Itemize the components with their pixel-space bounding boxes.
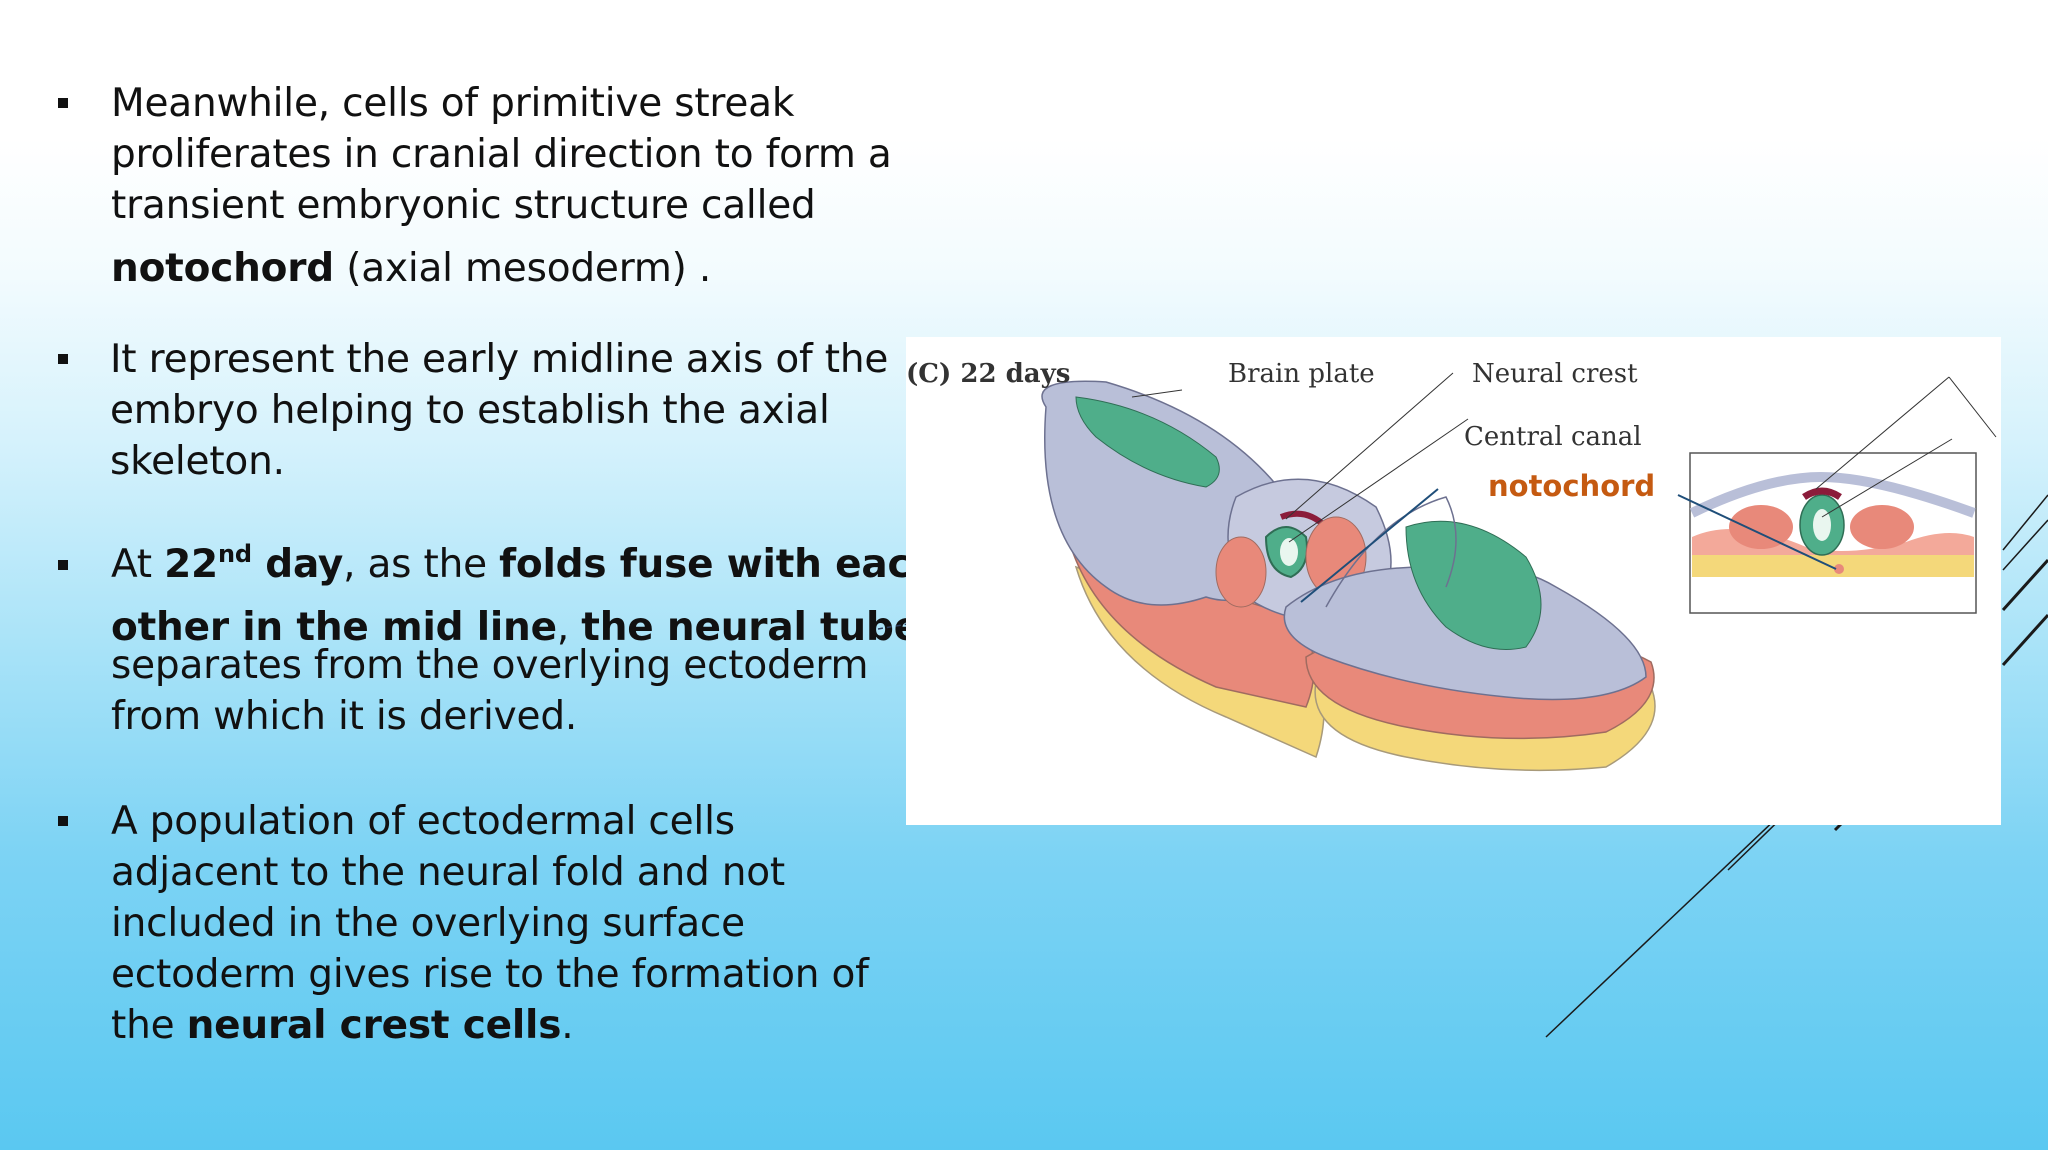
leader-line xyxy=(1288,418,1469,543)
leader-line xyxy=(1821,438,1953,518)
ectoderm-edge xyxy=(1325,496,1457,608)
bold-term: notochord xyxy=(111,246,335,291)
central-canal-label: Central canal xyxy=(1464,422,1642,452)
inset-somite xyxy=(1850,505,1914,549)
bold-day: 22 xyxy=(164,542,218,587)
bold-neural-crest: neural crest cells xyxy=(186,1003,562,1048)
leader-line xyxy=(1948,376,1997,438)
somite xyxy=(1215,536,1267,608)
bullet-line: A population of ectodermal cells xyxy=(111,799,735,844)
bullet-line: other in the mid line, the neural tube xyxy=(111,602,951,650)
bullet-line: from which it is derived. xyxy=(111,694,578,739)
deco-line xyxy=(2001,613,2048,667)
neural-crest-label: Neural crest xyxy=(1472,359,1638,389)
notochord-label: notochord xyxy=(1488,469,1656,503)
bullet-marker xyxy=(58,816,68,826)
bullet-text-fragment: At xyxy=(111,542,165,587)
inset-endoderm xyxy=(1692,555,1974,577)
bullet-text-fragment: , as the xyxy=(343,542,500,587)
bullet-neural-crest: A population of ectodermal cells adjacen… xyxy=(111,796,951,1051)
bold-day-suffix: day xyxy=(251,542,344,587)
panel-label: (C) 22 days xyxy=(906,359,1071,389)
bullet-marker xyxy=(58,560,68,570)
bullet-text-fragment: (axial mesoderm) . xyxy=(334,246,712,291)
deco-line xyxy=(2002,519,2048,571)
notochord-pointer xyxy=(1677,494,1837,570)
bullet-text-fragment: the xyxy=(111,1003,187,1048)
leader-line xyxy=(1285,372,1454,520)
bullet-line: the neural crest cells. xyxy=(111,1000,951,1051)
inset-notochord xyxy=(1834,564,1844,574)
central-canal xyxy=(1280,538,1298,566)
deco-line xyxy=(2002,494,2048,551)
bullet-line: transient embryonic structure called xyxy=(111,183,816,228)
bullet-line: Meanwhile, cells of primitive streak xyxy=(111,81,795,126)
bullet-notochord: Meanwhile, cells of primitive streak pro… xyxy=(111,78,951,306)
neural-plate xyxy=(1075,396,1220,488)
embryo-figure: (C) 22 days Brain plate Neural crest Cen… xyxy=(906,337,2001,825)
bullet-line: ectoderm gives rise to the formation of xyxy=(111,952,869,997)
leader-line xyxy=(1131,389,1183,398)
bullet-marker xyxy=(58,354,68,364)
bullet-marker xyxy=(58,98,68,108)
bold-midline: other in the mid line xyxy=(111,605,557,650)
inset-neural-crest xyxy=(1802,487,1842,501)
bullet-text-fragment: , xyxy=(556,605,582,650)
inset-central-canal xyxy=(1813,509,1831,541)
bullet-line: proliferates in cranial direction to for… xyxy=(111,132,892,177)
neural-plate xyxy=(1405,520,1542,650)
bullet-line: It represent the early midline axis of t… xyxy=(110,337,889,382)
bullet-line: separates from the overlying ectoderm xyxy=(111,643,869,688)
bullet-line: embryo helping to establish the axial xyxy=(110,388,830,433)
slide-bottom-strip xyxy=(0,1150,2048,1152)
bullet-line: adjacent to the neural fold and not xyxy=(111,850,785,895)
bullet-midline-axis: It represent the early midline axis of t… xyxy=(110,334,950,487)
bold-folds: folds fuse with each xyxy=(499,542,938,587)
bullet-text-fragment: . xyxy=(561,1003,574,1048)
deco-line xyxy=(2001,558,2048,612)
leader-line xyxy=(1815,376,1950,490)
notochord-pointer xyxy=(1300,488,1439,603)
brain-plate-label: Brain plate xyxy=(1228,359,1375,389)
bullet-line: included in the overlying surface xyxy=(111,901,745,946)
inset-ectoderm xyxy=(1689,471,1976,518)
superscript: nd xyxy=(217,540,252,568)
bullet-line: skeleton. xyxy=(110,439,285,484)
bullet-line: At 22nd day, as the folds fuse with each xyxy=(111,539,951,602)
deco-line xyxy=(1545,814,1781,1038)
bullet-list: Meanwhile, cells of primitive streak pro… xyxy=(0,0,938,1152)
bullet-line: notochord (axial mesoderm) . xyxy=(111,231,951,306)
embryo-illustration xyxy=(1041,372,1997,772)
bullet-neural-tube: At 22nd day, as the folds fuse with each… xyxy=(111,539,951,742)
inset-somite xyxy=(1729,505,1793,549)
bold-tube: the neural tube xyxy=(581,605,920,650)
